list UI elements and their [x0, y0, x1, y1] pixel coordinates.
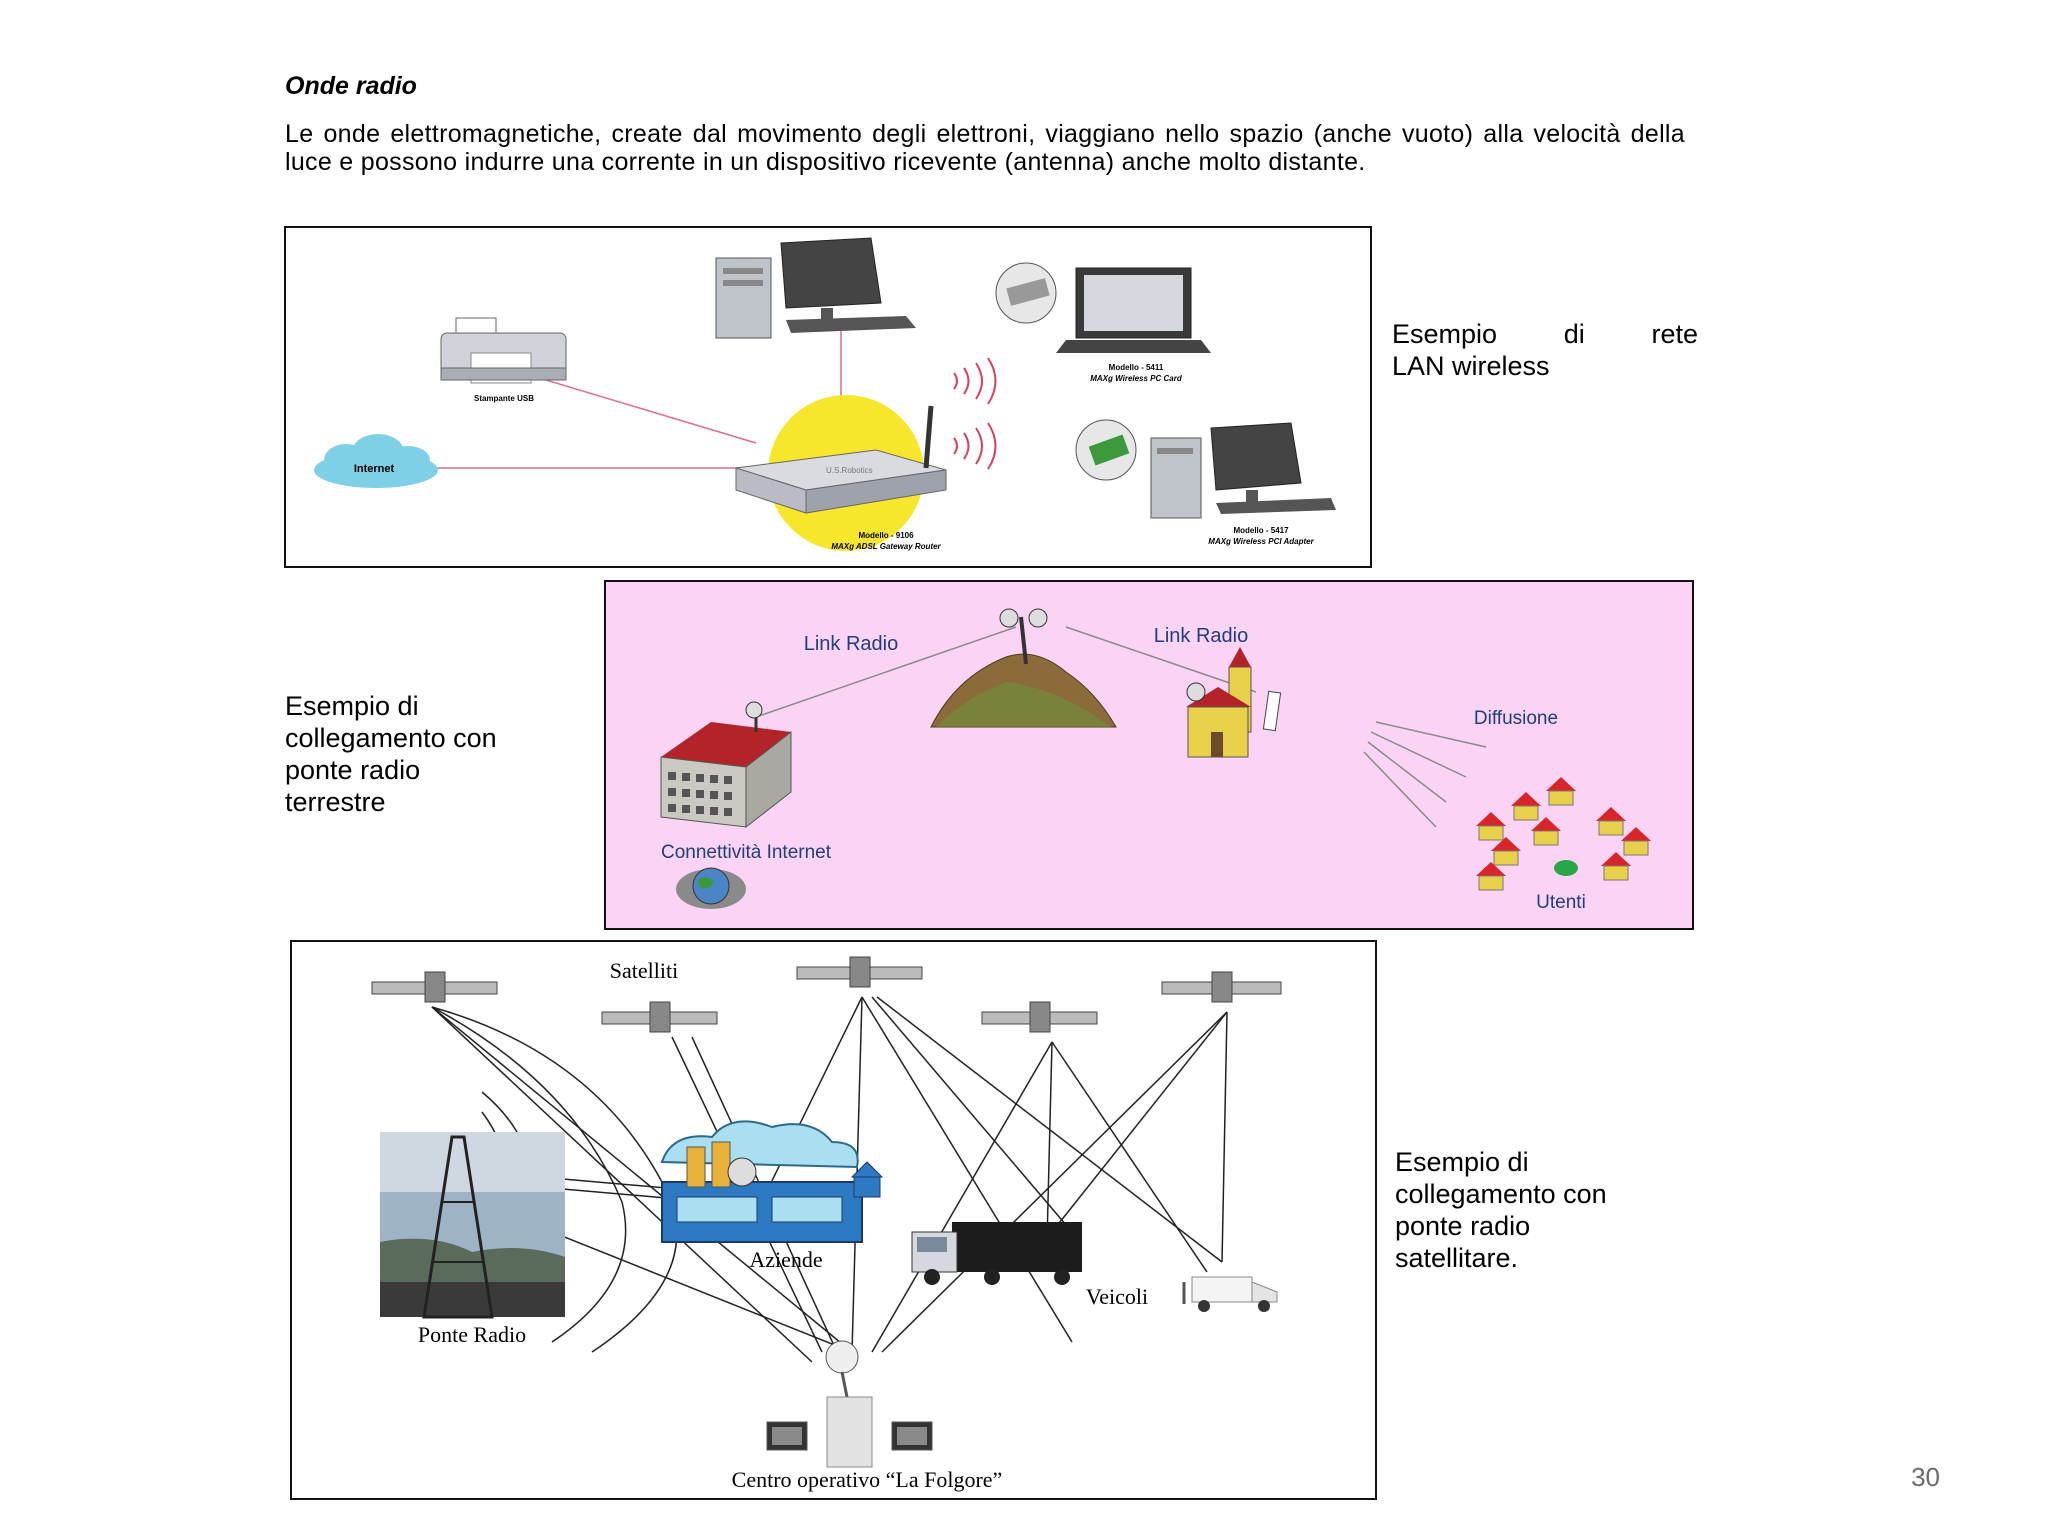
- van-icon: [1182, 1276, 1278, 1312]
- satellite-icon: [371, 971, 498, 1003]
- terrestrial-diagram: Link Radio Link Radio Diffusione Connett…: [604, 580, 1694, 930]
- church-tower-icon: [1186, 647, 1282, 758]
- lan-caption-line1: Esempio di rete: [1392, 319, 1698, 349]
- satellite-diagram: Satelliti: [290, 940, 1377, 1500]
- link-radio-right-label: Link Radio: [1154, 625, 1249, 647]
- intro-paragraph: Le onde elettromagnetiche, create dal mo…: [285, 120, 1685, 176]
- radio-tower-photo: [380, 1132, 565, 1319]
- laptop-icon: [1056, 267, 1211, 353]
- satellite-icon: [796, 956, 923, 988]
- radio-bridge-label: Ponte Radio: [418, 1322, 526, 1347]
- terrestrial-caption-line3: ponte radio: [285, 755, 421, 785]
- satellite-caption-line3: ponte radio: [1395, 1211, 1531, 1241]
- section-title: Onde radio: [285, 72, 417, 100]
- satellite-caption-line1: Esempio di: [1395, 1147, 1529, 1177]
- satellites-label: Satelliti: [610, 958, 678, 983]
- terrestrial-caption-line4: terrestre: [285, 787, 386, 817]
- satellite-caption-line2: collegamento con: [1395, 1179, 1607, 1209]
- office-building-icon: [660, 701, 792, 829]
- operations-center-icon: [766, 1340, 933, 1468]
- internet-cloud-icon: [314, 434, 438, 488]
- diffusion-label: Diffusione: [1474, 708, 1558, 729]
- lan-caption-line2: LAN wireless: [1392, 351, 1550, 381]
- satellite-icon: [601, 1001, 718, 1033]
- router-icon: U.S.Robotics: [735, 405, 947, 514]
- internet-label: Internet: [354, 463, 395, 475]
- lan-diagram: U.S.Robotics Stampante USB Internet: [284, 226, 1372, 568]
- companies-label: Aziende: [749, 1247, 822, 1272]
- satellite-icon: [981, 1001, 1098, 1033]
- operations-center-label: Centro operativo “La Folgore”: [732, 1467, 1003, 1492]
- satellite-caption-line4: satellitare.: [1395, 1243, 1519, 1273]
- laptop-label-model: Modello - 5411: [1109, 363, 1164, 372]
- satellite-icon: [1161, 971, 1282, 1003]
- printer-label: Stampante USB: [474, 394, 534, 403]
- terrestrial-caption: Esempio di collegamento con ponte radio …: [285, 690, 585, 818]
- desktop-computer-icon: [715, 237, 916, 339]
- globe-icon: [676, 867, 746, 909]
- svg-text:U.S.Robotics: U.S.Robotics: [826, 466, 873, 475]
- users-label: Utenti: [1536, 892, 1586, 913]
- pci-label-desc: MAXg Wireless PCI Adapter: [1208, 537, 1314, 546]
- terrestrial-caption-line1: Esempio di: [285, 691, 419, 721]
- houses-icon: [1476, 777, 1651, 891]
- laptop-label-desc: MAXg Wireless PC Card: [1090, 374, 1183, 383]
- link-radio-left-label: Link Radio: [804, 633, 899, 655]
- satellite-caption: Esempio di collegamento con ponte radio …: [1395, 1146, 1715, 1274]
- printer-icon: [440, 317, 567, 384]
- lan-caption: Esempio di rete LAN wireless: [1392, 318, 1698, 382]
- page-number: 30: [1911, 1462, 1940, 1492]
- pci-label-model: Modello - 5417: [1233, 526, 1289, 535]
- vehicles-label: Veicoli: [1086, 1284, 1148, 1309]
- truck-icon: [911, 1222, 1082, 1285]
- company-building-icon: [660, 1120, 884, 1243]
- desktop-pci-icon: [1150, 422, 1336, 519]
- internet-connectivity-label: Connettività Internet: [661, 842, 832, 863]
- wireless-waves-icon: [953, 357, 997, 470]
- terrestrial-caption-line2: collegamento con: [285, 723, 497, 753]
- mountain-relay-icon: [930, 608, 1117, 728]
- router-label-desc: MAXg ADSL Gateway Router: [831, 542, 941, 551]
- router-label-model: Modello - 9106: [858, 531, 914, 540]
